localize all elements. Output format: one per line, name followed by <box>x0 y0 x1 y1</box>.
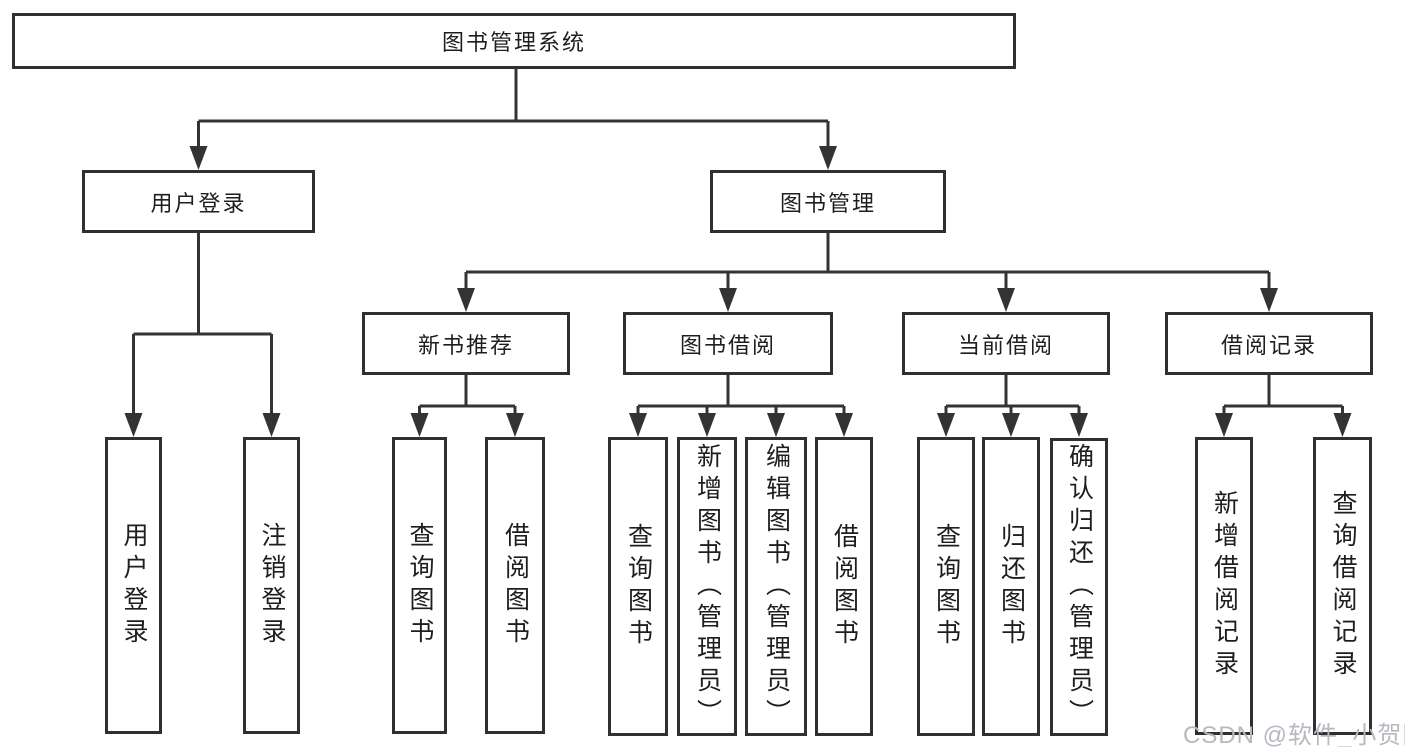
node-query-books-borrowing-label: 查询图书 <box>624 522 653 651</box>
node-borrow-books-recommend: 借阅图书 <box>485 437 545 734</box>
node-query-books-current: 查询图书 <box>917 437 975 736</box>
node-edit-books-admin: 编辑图书（管理员） <box>745 437 807 736</box>
node-book-borrowing-label: 图书借阅 <box>679 332 776 358</box>
edges-user-login-to-leaves <box>124 233 281 437</box>
edges-book-borrowing <box>629 375 853 437</box>
node-return-books: 归还图书 <box>982 437 1040 736</box>
node-add-borrow-record-label: 新增借阅记录 <box>1210 490 1239 682</box>
edges-borrowing-records <box>1215 375 1352 437</box>
node-edit-books-admin-label: 编辑图书（管理员） <box>762 442 791 731</box>
node-borrow-books: 借阅图书 <box>815 437 873 736</box>
edges-new-book-recommend <box>410 375 524 437</box>
csdn-watermark: CSDN @软件_小贺同学 <box>1183 722 1405 747</box>
node-borrowing-records: 借阅记录 <box>1165 312 1373 375</box>
node-borrow-books-label: 借阅图书 <box>830 522 859 651</box>
node-logout: 注销登录 <box>243 437 300 734</box>
edges-book-management-to-level3 <box>457 233 1278 312</box>
node-new-book-recommend-label: 新书推荐 <box>417 332 514 358</box>
node-borrow-books-recommend-label: 借阅图书 <box>501 521 530 650</box>
node-confirm-return-admin: 确认归还（管理员） <box>1050 438 1108 736</box>
node-current-borrowing: 当前借阅 <box>902 312 1110 375</box>
node-book-management: 图书管理 <box>710 170 946 233</box>
node-new-book-recommend: 新书推荐 <box>362 312 570 375</box>
node-query-borrow-record-label: 查询借阅记录 <box>1329 490 1357 682</box>
node-confirm-return-admin-label: 确认归还（管理员） <box>1065 443 1094 731</box>
node-library-system-label: 图书管理系统 <box>441 30 586 55</box>
node-query-books-borrowing: 查询图书 <box>608 437 668 736</box>
node-query-books-current-label: 查询图书 <box>932 522 961 651</box>
node-add-books-admin-label: 新增图书（管理员） <box>693 442 722 731</box>
edges-root-to-level2 <box>189 68 837 170</box>
node-query-books-recommend: 查询图书 <box>392 437 447 734</box>
edges-current-borrowing <box>937 375 1088 437</box>
node-user-login-leaf: 用户登录 <box>105 437 162 734</box>
node-return-books-label: 归还图书 <box>997 522 1026 651</box>
node-add-books-admin: 新增图书（管理员） <box>677 437 737 736</box>
node-user-login-label: 用户登录 <box>150 190 247 216</box>
node-current-borrowing-label: 当前借阅 <box>957 332 1054 358</box>
node-query-books-recommend-label: 查询图书 <box>406 521 434 650</box>
node-user-login: 用户登录 <box>82 170 315 233</box>
node-add-borrow-record: 新增借阅记录 <box>1195 437 1253 735</box>
node-borrowing-records-label: 借阅记录 <box>1220 332 1317 358</box>
node-logout-label: 注销登录 <box>258 521 286 650</box>
node-user-login-leaf-label: 用户登录 <box>120 521 148 650</box>
node-book-borrowing: 图书借阅 <box>623 312 833 375</box>
node-query-borrow-record: 查询借阅记录 <box>1313 437 1372 735</box>
node-book-management-label: 图书管理 <box>779 190 876 216</box>
node-library-system: 图书管理系统 <box>12 13 1016 69</box>
